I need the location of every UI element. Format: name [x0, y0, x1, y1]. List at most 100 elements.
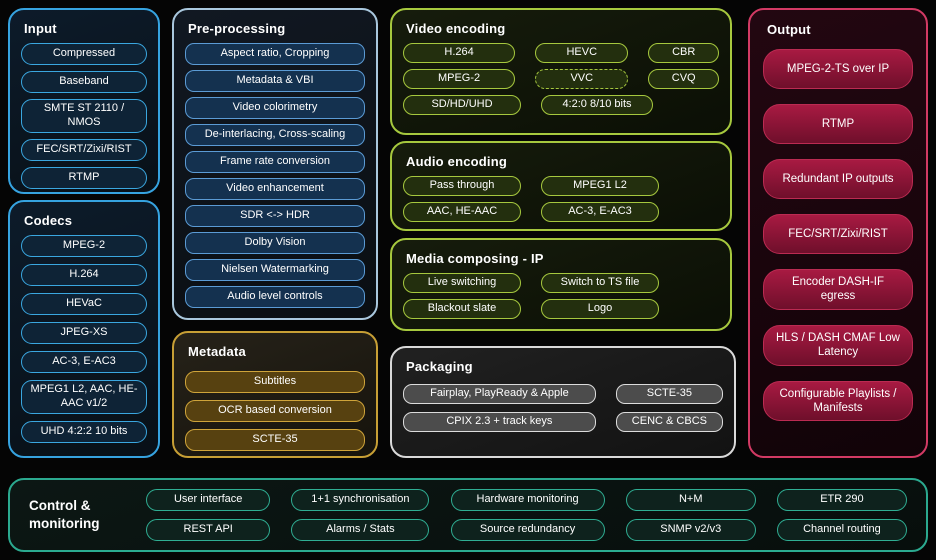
control-monitoring-panel-title: Control & monitoring — [29, 498, 100, 531]
codec-item: JPEG-XS — [21, 322, 147, 344]
control-item: User interface — [146, 489, 271, 511]
output-item: Encoder DASH-IF egress — [763, 269, 913, 310]
media-composing-row: Live switching Switch to TS file — [403, 273, 719, 293]
media-composing-item: Blackout slate — [403, 299, 521, 319]
input-item: RTMP — [21, 166, 147, 189]
preprocessing-item: Video colorimetry — [185, 97, 365, 119]
preprocessing-item: Aspect ratio, Cropping — [185, 43, 365, 65]
output-item: FEC/SRT/Zixi/RIST — [763, 214, 913, 254]
output-item: Configurable Playlists / Manifests — [763, 380, 913, 422]
output-item: HLS / DASH CMAF Low Latency — [763, 324, 913, 366]
codec-item: AC-3, E-AC3 — [21, 351, 147, 373]
packaging-rows: Fairplay, PlayReady & Apple SCTE-35 CPIX … — [403, 384, 723, 432]
control-group: N+M SNMP v2/v3 — [625, 489, 756, 541]
audio-encoding-item: AAC, HE-AAC — [403, 202, 521, 222]
codec-item: MPEG1 L2, AAC, HE-AAC v1/2 — [21, 380, 147, 414]
control-item: Hardware monitoring — [450, 489, 605, 511]
packaging-panel-title: Packaging — [406, 359, 473, 374]
input-item: Compressed — [21, 43, 147, 65]
codec-item: UHD 4:2:2 10 bits — [21, 420, 147, 443]
media-composing-row: Blackout slate Logo — [403, 299, 719, 319]
media-composing-item: Switch to TS file — [541, 273, 659, 293]
video-encoding-item: MPEG-2 — [403, 69, 516, 89]
codec-item: MPEG-2 — [21, 235, 147, 257]
packaging-item: CPIX 2.3 + track keys — [403, 412, 596, 432]
preprocessing-item: SDR <-> HDR — [185, 205, 365, 227]
control-item: ETR 290 — [776, 489, 907, 511]
video-encoding-item: HEVC — [535, 43, 629, 63]
audio-encoding-item: AC-3, E-AC3 — [541, 202, 659, 222]
output-item: Redundant IP outputs — [763, 159, 913, 199]
codecs-panel-title: Codecs — [24, 213, 73, 228]
video-encoding-item: CVQ — [648, 69, 719, 89]
metadata-item: SCTE-35 — [185, 429, 365, 451]
audio-encoding-panel-title: Audio encoding — [406, 154, 508, 169]
control-item: Channel routing — [776, 519, 907, 541]
input-item: FEC/SRT/Zixi/RIST — [21, 138, 147, 161]
audio-encoding-row: AAC, HE-AAC AC-3, E-AC3 — [403, 202, 719, 222]
preprocessing-item: Video enhancement — [185, 178, 365, 200]
packaging-row: Fairplay, PlayReady & Apple SCTE-35 — [403, 384, 723, 404]
video-encoding-item: 4:2:0 8/10 bits — [541, 95, 653, 115]
control-item: N+M — [625, 489, 756, 511]
preprocessing-item: Audio level controls — [185, 286, 365, 308]
media-composing-panel: Media composing - IP Live switching Switc… — [390, 238, 732, 331]
output-panel-title: Output — [767, 22, 811, 37]
media-composing-panel-title: Media composing - IP — [406, 251, 544, 266]
output-list: MPEG-2-TS over IP RTMP Redundant IP output… — [763, 49, 913, 422]
media-composing-item: Live switching — [403, 273, 521, 293]
media-composing-item: Logo — [541, 299, 659, 319]
control-item: Source redundancy — [450, 519, 605, 541]
preprocessing-item: Frame rate conversion — [185, 151, 365, 173]
video-encoding-item: VVC — [535, 69, 629, 89]
video-encoding-item: CBR — [648, 43, 719, 63]
preprocessing-item: Metadata & VBI — [185, 70, 365, 92]
control-item: 1+1 synchronisation — [291, 489, 430, 511]
input-panel-title: Input — [24, 21, 57, 36]
control-item: SNMP v2/v3 — [625, 519, 756, 541]
input-item: SMTE ST 2110 / NMOS — [21, 99, 147, 133]
output-item: MPEG-2-TS over IP — [763, 49, 913, 89]
input-item: Baseband — [21, 71, 147, 93]
control-item: Alarms / Stats — [291, 519, 430, 541]
media-composing-rows: Live switching Switch to TS file Blackout… — [403, 273, 719, 319]
preprocessing-item: De-interlacing, Cross-scaling — [185, 124, 365, 146]
preprocessing-item: Dolby Vision — [185, 232, 365, 254]
codec-item: H.264 — [21, 264, 147, 286]
metadata-item: Subtitles — [185, 371, 365, 393]
packaging-panel: Packaging Fairplay, PlayReady & Apple SCT… — [390, 346, 736, 458]
packaging-item: CENC & CBCS — [615, 412, 723, 432]
metadata-panel-title: Metadata — [188, 344, 246, 359]
packaging-item: SCTE-35 — [615, 384, 723, 404]
metadata-item: OCR based conversion — [185, 400, 365, 422]
codec-item: HEVaC — [21, 293, 147, 315]
video-encoding-item: SD/HD/UHD — [403, 95, 521, 115]
packaging-row: CPIX 2.3 + track keys CENC & CBCS — [403, 412, 723, 432]
video-encoding-row: SD/HD/UHD 4:2:0 8/10 bits — [403, 95, 719, 115]
video-encoding-row: MPEG-2 VVC CVQ — [403, 69, 719, 89]
packaging-item: Fairplay, PlayReady & Apple — [403, 384, 596, 404]
output-panel: Output MPEG-2-TS over IP RTMP Redundant IP… — [748, 8, 928, 458]
preprocessing-item: Nielsen Watermarking — [185, 259, 365, 281]
output-item: RTMP — [763, 104, 913, 144]
